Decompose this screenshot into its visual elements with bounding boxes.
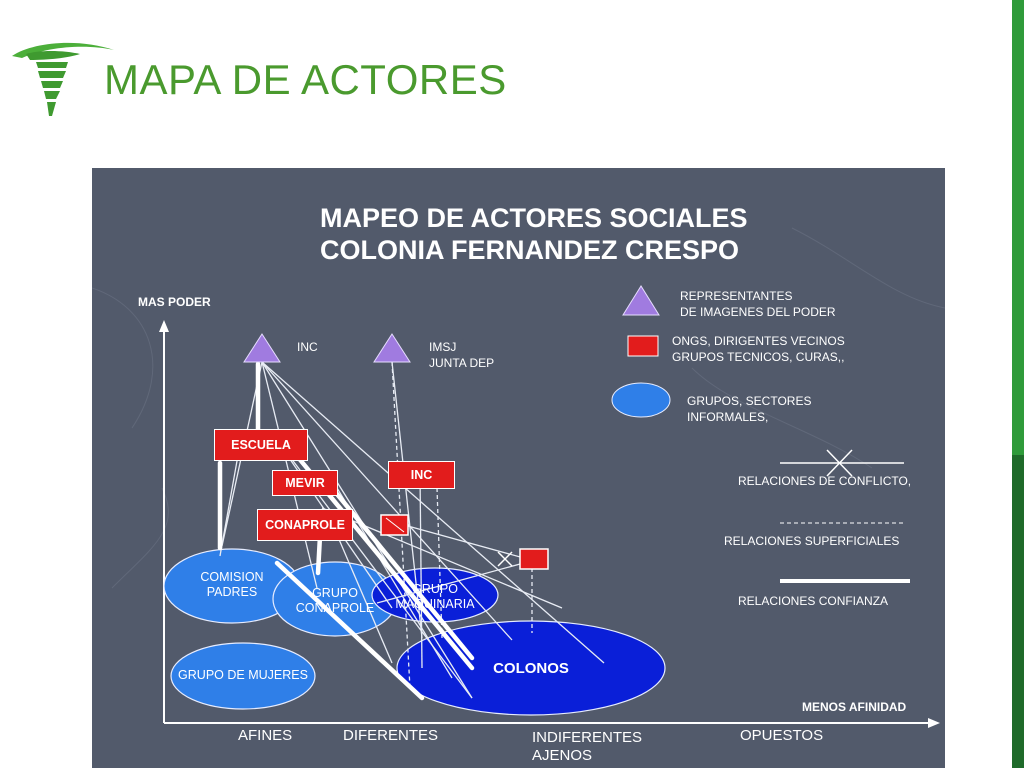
- actor-map-diagram: MAPEO DE ACTORES SOCIALES COLONIA FERNAN…: [92, 168, 945, 768]
- escuela-box: ESCUELA: [214, 429, 308, 461]
- conflict-relation: [376, 557, 543, 604]
- mevir-box: MEVIR: [272, 470, 338, 496]
- legend-conflict-label: RELACIONES DE CONFLICTO,: [738, 474, 912, 488]
- x-axis-arrow: [928, 718, 940, 728]
- legend-triangle-label-line1: REPRESENTANTES: [680, 289, 793, 303]
- y-axis-arrow: [159, 320, 169, 332]
- x-category-opuestos: OPUESTOS: [740, 727, 824, 744]
- grupo-mujeres-ellipse: [170, 642, 316, 710]
- grupo-mujeres-label: GRUPO DE MUJERES: [178, 668, 308, 682]
- legend-ellipse-label-line1: GRUPOS, SECTORES: [687, 394, 812, 408]
- background-texture: [92, 227, 945, 589]
- legend-ellipse-label-line2: INFORMALES,: [687, 410, 769, 424]
- legend-square-icon: [627, 335, 659, 357]
- diagram-heading-line2: COLONIA FERNANDEZ CRESPO: [320, 235, 740, 265]
- legend-superficial-label: RELACIONES SUPERFICIALES: [724, 534, 900, 548]
- comision-padres-label-line1: COMISION: [200, 570, 264, 584]
- x-category-ajenos: AJENOS: [532, 747, 593, 764]
- colonos-label: COLONOS: [493, 660, 569, 677]
- x-category-diferentes: DIFERENTES: [343, 727, 439, 744]
- grupo-maquinaria-label-line1: GRUPO: [412, 582, 458, 596]
- imsj-triangle-icon: [373, 333, 411, 363]
- x-axis-label: MENOS AFINIDAD: [802, 700, 907, 714]
- x-category-afines: AFINES: [238, 727, 293, 744]
- tornado-logo-icon: [12, 42, 114, 116]
- inc-box: INC: [388, 461, 455, 489]
- diagram-heading-line1: MAPEO DE ACTORES SOCIALES: [320, 203, 748, 233]
- grupo-conaprole-label-line2: CONAPROLE: [295, 601, 375, 615]
- legend-triangle-label-line2: DE IMAGENES DEL PODER: [680, 305, 836, 319]
- imsj-triangle-label-line2: JUNTA DEP: [429, 356, 495, 370]
- grupo-maquinaria-label-line2: MAQUINARIA: [395, 597, 475, 611]
- imsj-triangle-label-line1: IMSJ: [429, 340, 457, 354]
- legend-square-label-line2: GRUPOS TECNICOS, CURAS,,: [672, 350, 845, 364]
- legend-trust-label: RELACIONES CONFIANZA: [738, 594, 889, 608]
- inc-triangle-label: INC: [297, 340, 318, 354]
- unnamed-org-square-2: [519, 548, 549, 570]
- colonos-ellipse: [396, 620, 666, 716]
- inc-triangle-icon: [243, 333, 281, 363]
- conaprole-box: CONAPROLE: [257, 509, 353, 541]
- x-category-indiferentes: INDIFERENTES: [532, 729, 643, 746]
- right-accent-bar: [1012, 0, 1024, 768]
- y-axis-label: MAS PODER: [138, 295, 211, 309]
- legend-ellipse-icon: [611, 382, 671, 418]
- right-accent-bar-dark: [1012, 455, 1024, 768]
- comision-padres-label-line2: PADRES: [206, 585, 258, 599]
- legend-square-label-line1: ONGS, DIRIGENTES VECINOS: [672, 334, 845, 348]
- grupo-conaprole-label-line1: GRUPO: [312, 586, 358, 600]
- legend-triangle-icon: [622, 285, 660, 316]
- slide-title: MAPA DE ACTORES: [104, 56, 507, 103]
